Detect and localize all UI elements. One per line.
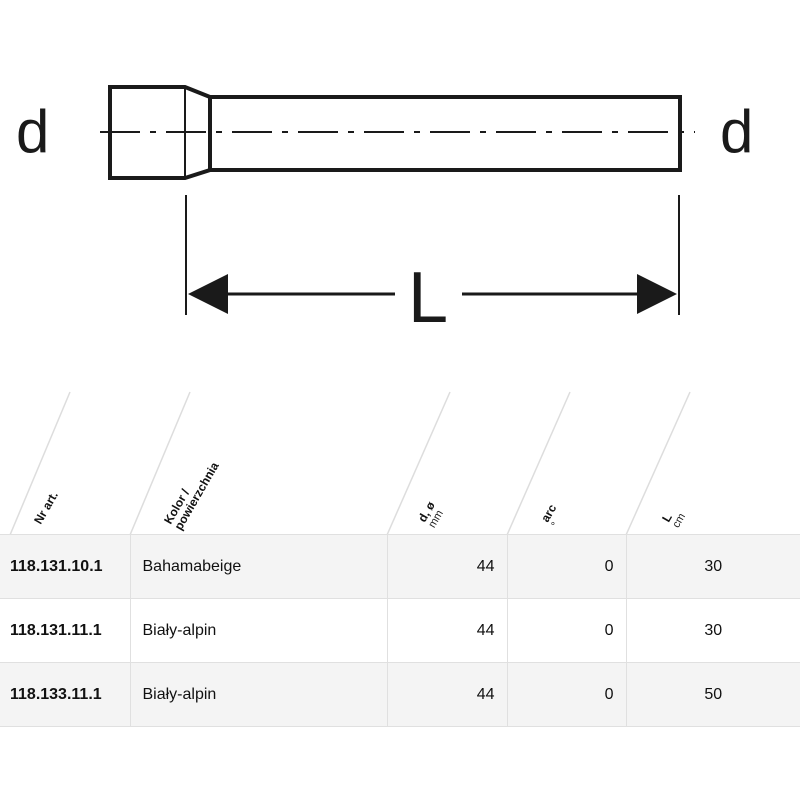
cell-nr-art: 118.131.11.1 [0,598,131,663]
cell-l: 50 [625,662,800,727]
table-header-dividers [9,391,691,535]
label-d-left: d [16,98,49,165]
cell-l: 30 [625,598,800,663]
cell-d: 44 [386,598,508,663]
label-d-right: d [720,98,753,165]
cell-kolor: Biały-alpin [129,598,388,663]
cell-arc: 0 [506,534,627,599]
cell-kolor: Biały-alpin [129,662,388,727]
label-length: L [408,258,448,338]
arrowhead-left [188,274,228,314]
cell-l: 30 [625,534,800,599]
table-row: 118.133.11.1 Biały-alpin 44 0 50 [0,662,800,727]
cell-nr-art: 118.133.11.1 [0,662,131,727]
cell-kolor: Bahamabeige [129,534,388,599]
pipe-drawing: d d L [16,85,753,338]
cell-d: 44 [386,534,508,599]
pipe-body [208,95,682,172]
cell-arc: 0 [506,662,627,727]
cell-nr-art: 118.131.10.1 [0,534,131,599]
table-row: 118.131.10.1 Bahamabeige 44 0 30 [0,534,800,599]
cell-d: 44 [386,662,508,727]
table-row: 118.131.11.1 Biały-alpin 44 0 30 [0,598,800,663]
cell-arc: 0 [506,598,627,663]
product-table: 118.131.10.1 Bahamabeige 44 0 30 118.131… [0,534,800,727]
arrowhead-right [637,274,677,314]
